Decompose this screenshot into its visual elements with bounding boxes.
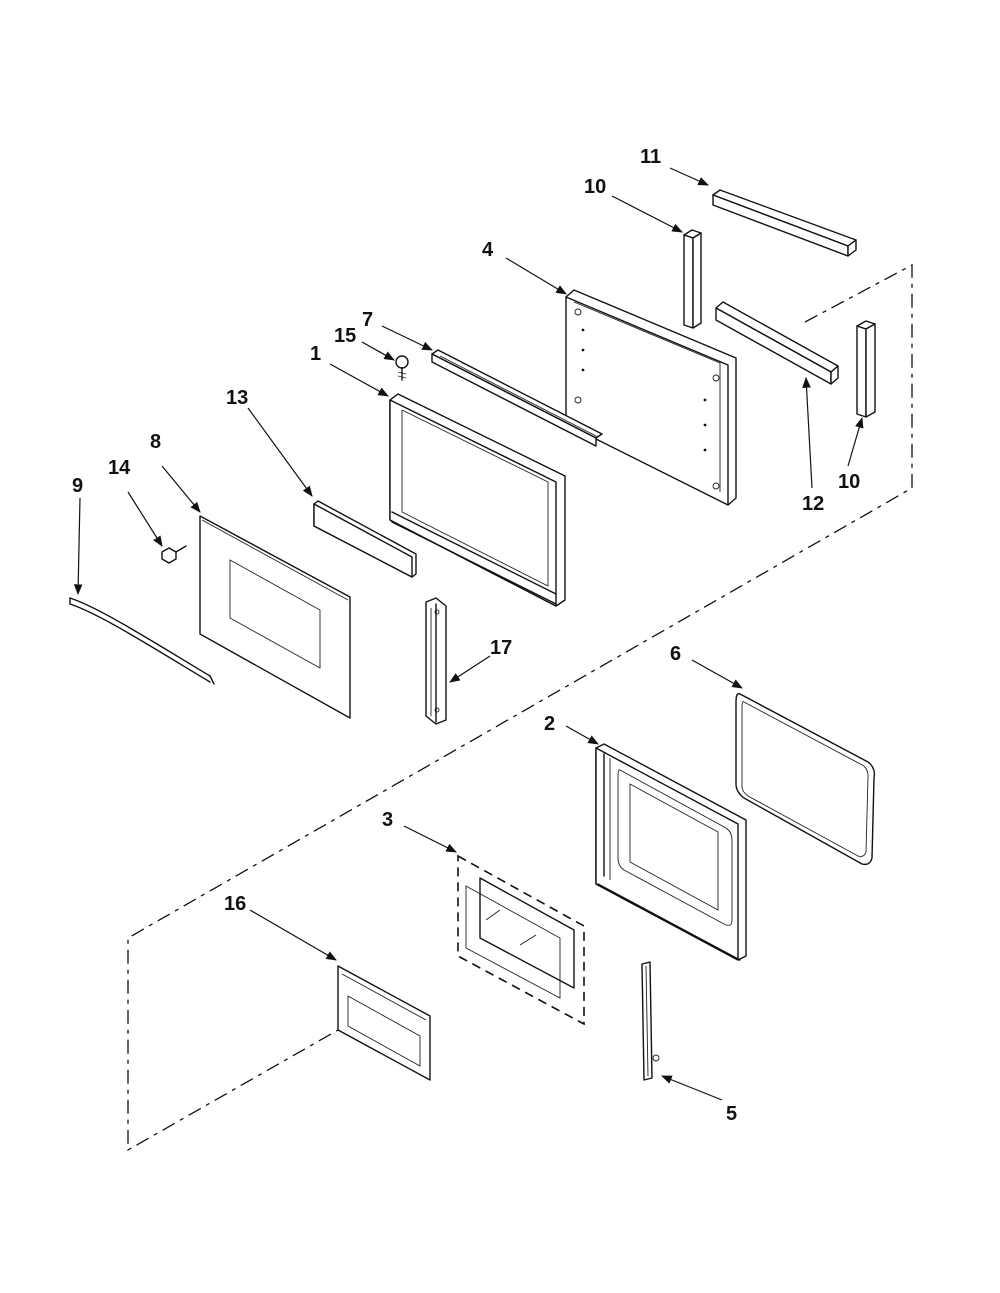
callout-3: 3: [382, 809, 393, 831]
callout-16: 15: [334, 325, 356, 347]
part-2-inner-frame: [595, 743, 747, 961]
part-10-spacer-upper: [683, 229, 702, 329]
part-6-gasket: [735, 692, 876, 866]
leader-lines: [73, 167, 864, 1101]
callout-8: 8: [150, 431, 161, 453]
part-15-screw: [161, 545, 187, 564]
part-14-vent-panel: [337, 965, 431, 1081]
callout-10-lower: 10: [838, 471, 860, 493]
part-7-top-trim: [431, 349, 603, 447]
callout-2: 2: [544, 713, 555, 735]
part-10-spacer-lower: [856, 320, 876, 418]
callout-7: 7: [362, 309, 373, 331]
callout-labels: 11 10 4 7 15 1 13 8 14 9 12 10 17 6 2 3 …: [72, 146, 860, 1125]
callout-17: 17: [490, 637, 512, 659]
callout-15: 14: [108, 457, 131, 479]
part-8-outer-glass: [199, 515, 351, 719]
part-16-screw: [395, 355, 409, 381]
part-13-panel: [313, 500, 417, 578]
callout-5: 5: [726, 1103, 737, 1125]
part-11-trim-bar: [715, 301, 839, 385]
callout-14: 16: [224, 893, 246, 915]
callout-6: 6: [670, 643, 681, 665]
part-4-inner-panel: [565, 289, 737, 506]
callout-12: 11: [640, 146, 661, 168]
part-3-window-assembly: [457, 854, 585, 1026]
part-1-glass-frame: [389, 393, 566, 607]
part-5-hinge-rail: [641, 961, 660, 1081]
callout-13: 13: [226, 387, 248, 409]
callout-11: 12: [802, 493, 824, 515]
assembly-boundary: [127, 263, 913, 1152]
callout-1: 1: [310, 343, 321, 365]
callout-4: 4: [482, 239, 494, 261]
part-9-handle-rod: [69, 597, 215, 685]
callout-9: 9: [72, 475, 83, 497]
part-17-channel: [425, 597, 447, 725]
callout-10-upper: 10: [584, 176, 606, 198]
part-12-trim-bar: [712, 189, 857, 257]
